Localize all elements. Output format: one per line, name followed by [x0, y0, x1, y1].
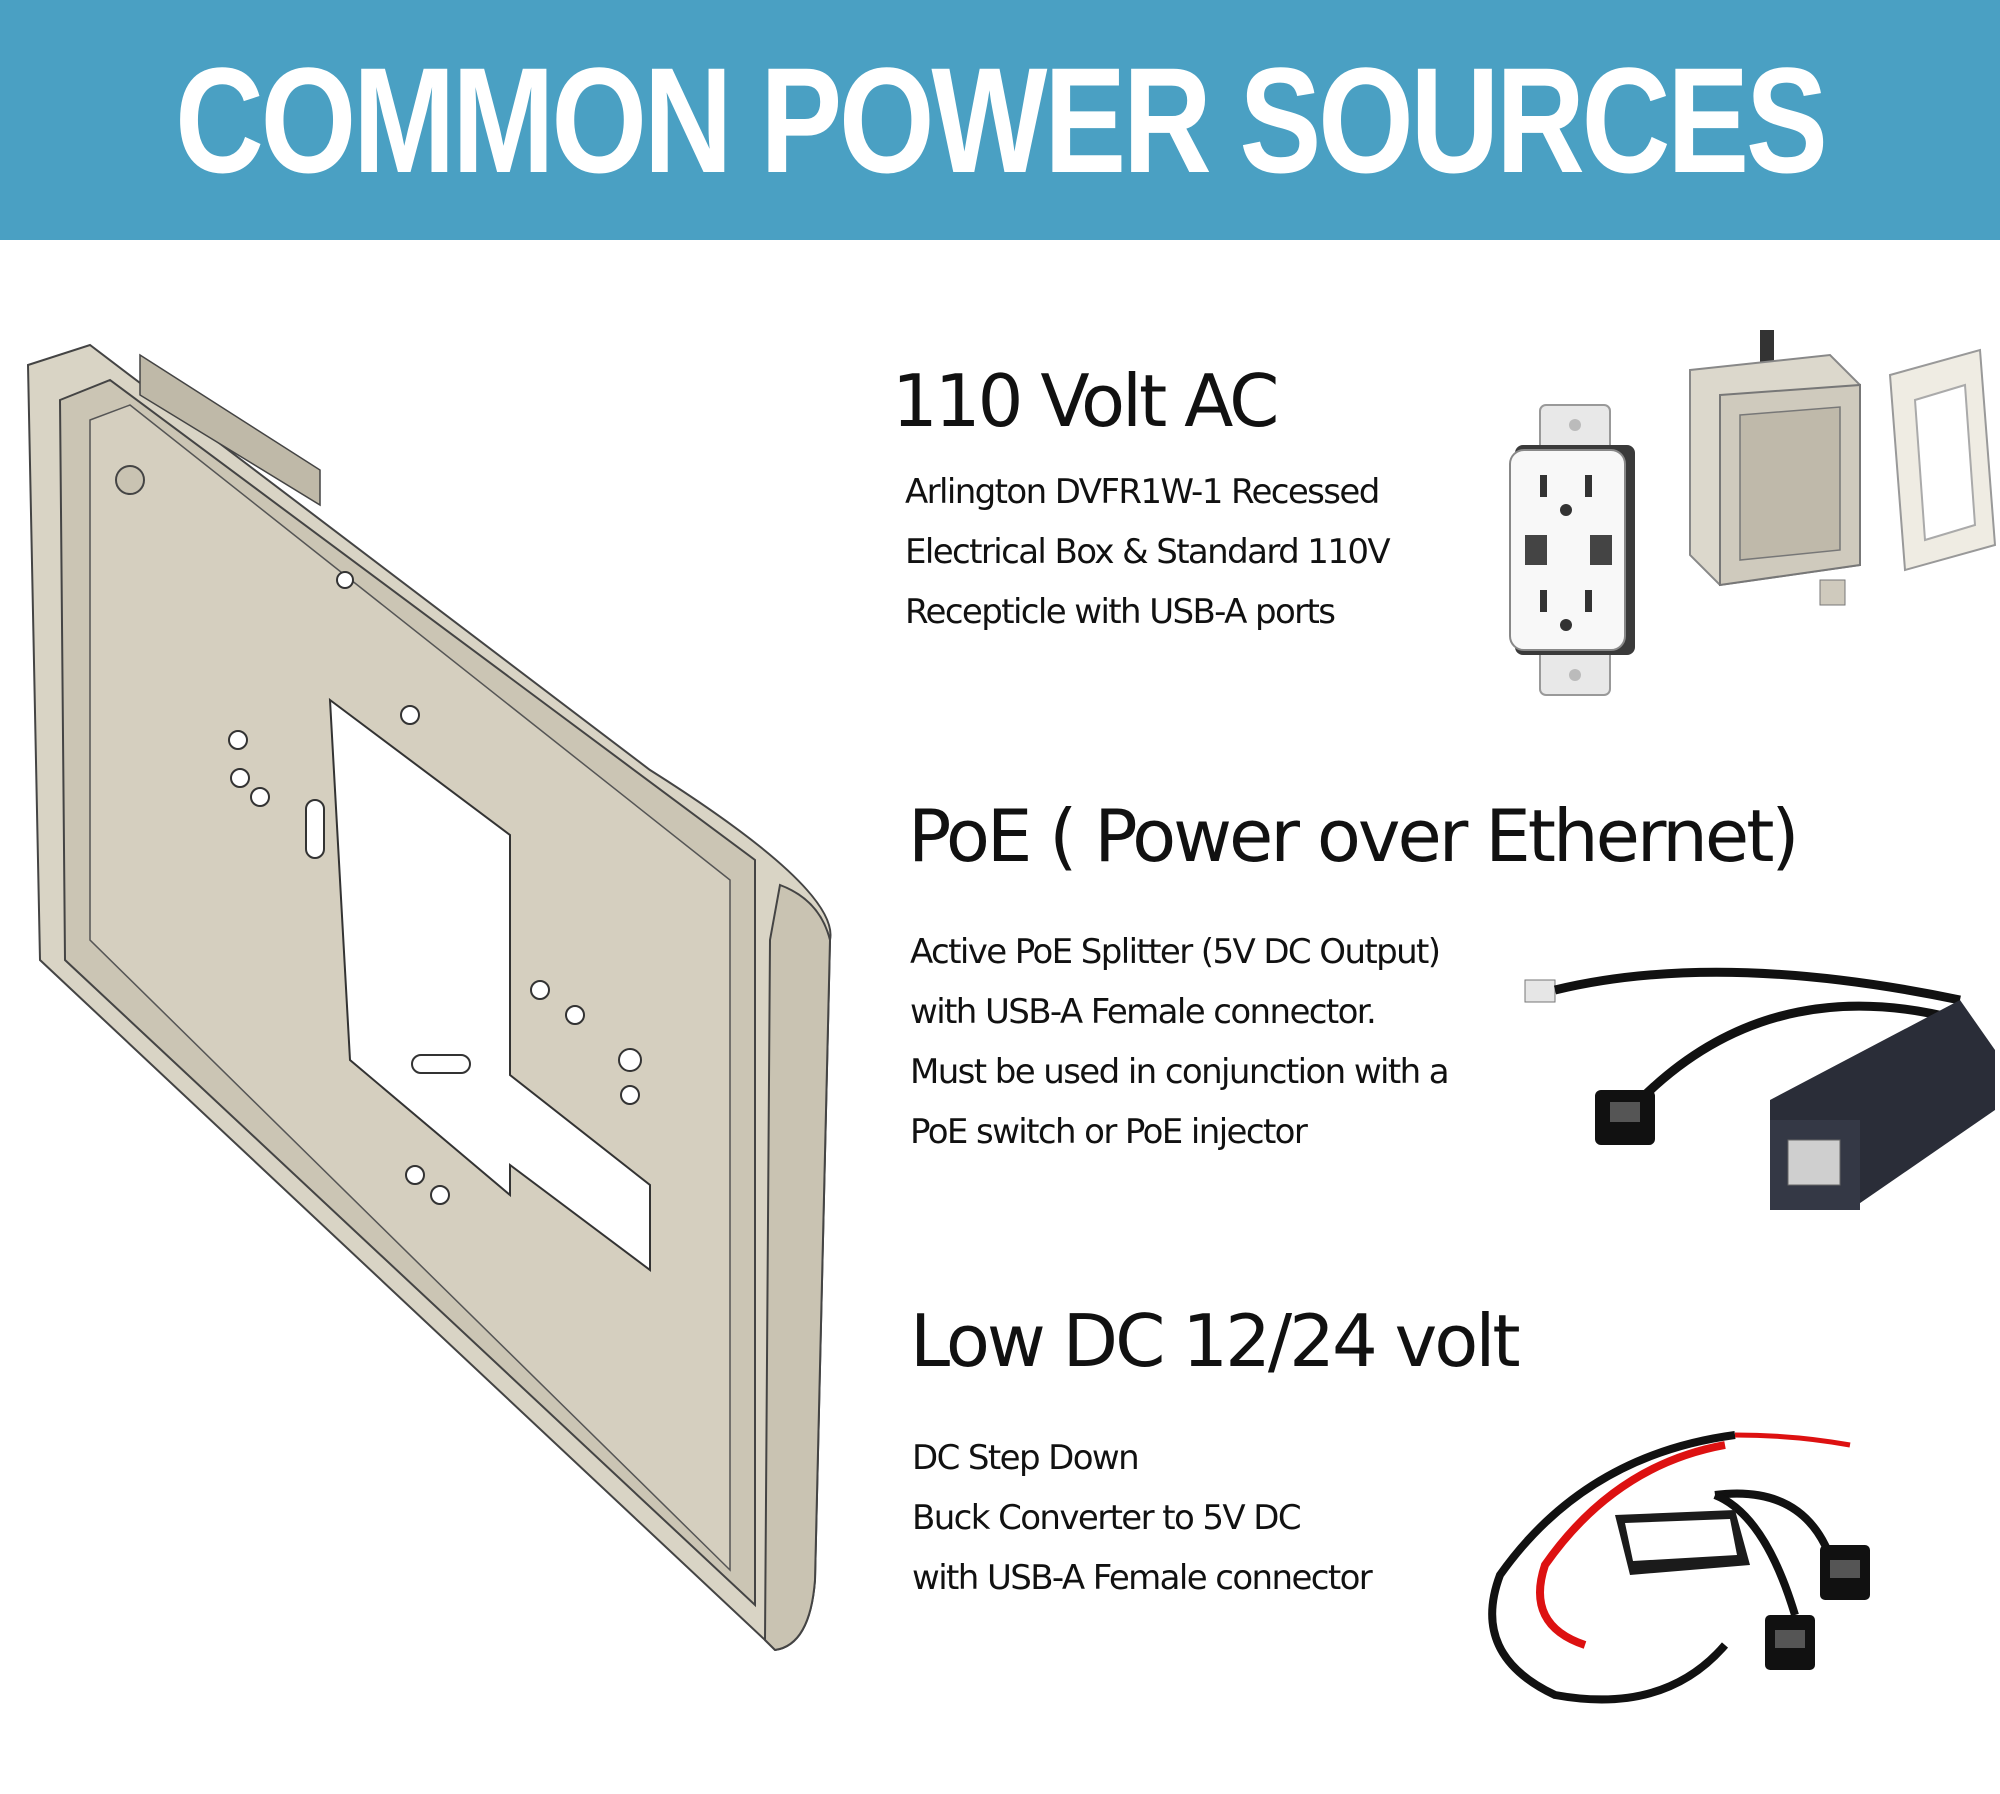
page-title: COMMON POWER SOURCES: [175, 36, 1828, 204]
section-description-dc: DC Step Down Buck Converter to 5V DC wit…: [912, 1428, 1373, 1608]
description-line: Buck Converter to 5V DC: [912, 1498, 1302, 1538]
section-heading-dc: Low DC 12/24 volt: [910, 1299, 1521, 1383]
recessed-box-icon: [1689, 330, 1861, 606]
section-heading-ac: 110 Volt AC: [892, 359, 1279, 443]
description-line: Recepticle with USB-A ports: [905, 592, 1336, 632]
description-line: Electrical Box & Standard 110V: [905, 532, 1391, 572]
description-line: Must be used in conjunction with a: [910, 1052, 1450, 1092]
description-line: Arlington DVFR1W-1 Recessed: [905, 472, 1380, 512]
description-line: with USB-A Female connector.: [910, 992, 1377, 1032]
section-heading-poe: PoE ( Power over Ethernet): [908, 794, 1800, 878]
wall-mount-frame-icon: [26, 343, 832, 1652]
wall-plate-icon: [1888, 348, 1997, 572]
title-banner: COMMON POWER SOURCES: [0, 0, 2000, 240]
description-line: with USB-A Female connector: [912, 1558, 1373, 1598]
poe-splitter-icon: [1524, 967, 1995, 1210]
description-line: PoE switch or PoE injector: [910, 1112, 1308, 1152]
description-line: DC Step Down: [912, 1438, 1140, 1478]
usb-outlet-icon: [1509, 404, 1635, 696]
section-description-poe: Active PoE Splitter (5V DC Output) with …: [910, 922, 1450, 1162]
description-line: Active PoE Splitter (5V DC Output): [910, 932, 1441, 972]
buck-converter-icon: [1488, 1431, 1870, 1704]
section-description-ac: Arlington DVFR1W-1 Recessed Electrical B…: [905, 462, 1391, 642]
